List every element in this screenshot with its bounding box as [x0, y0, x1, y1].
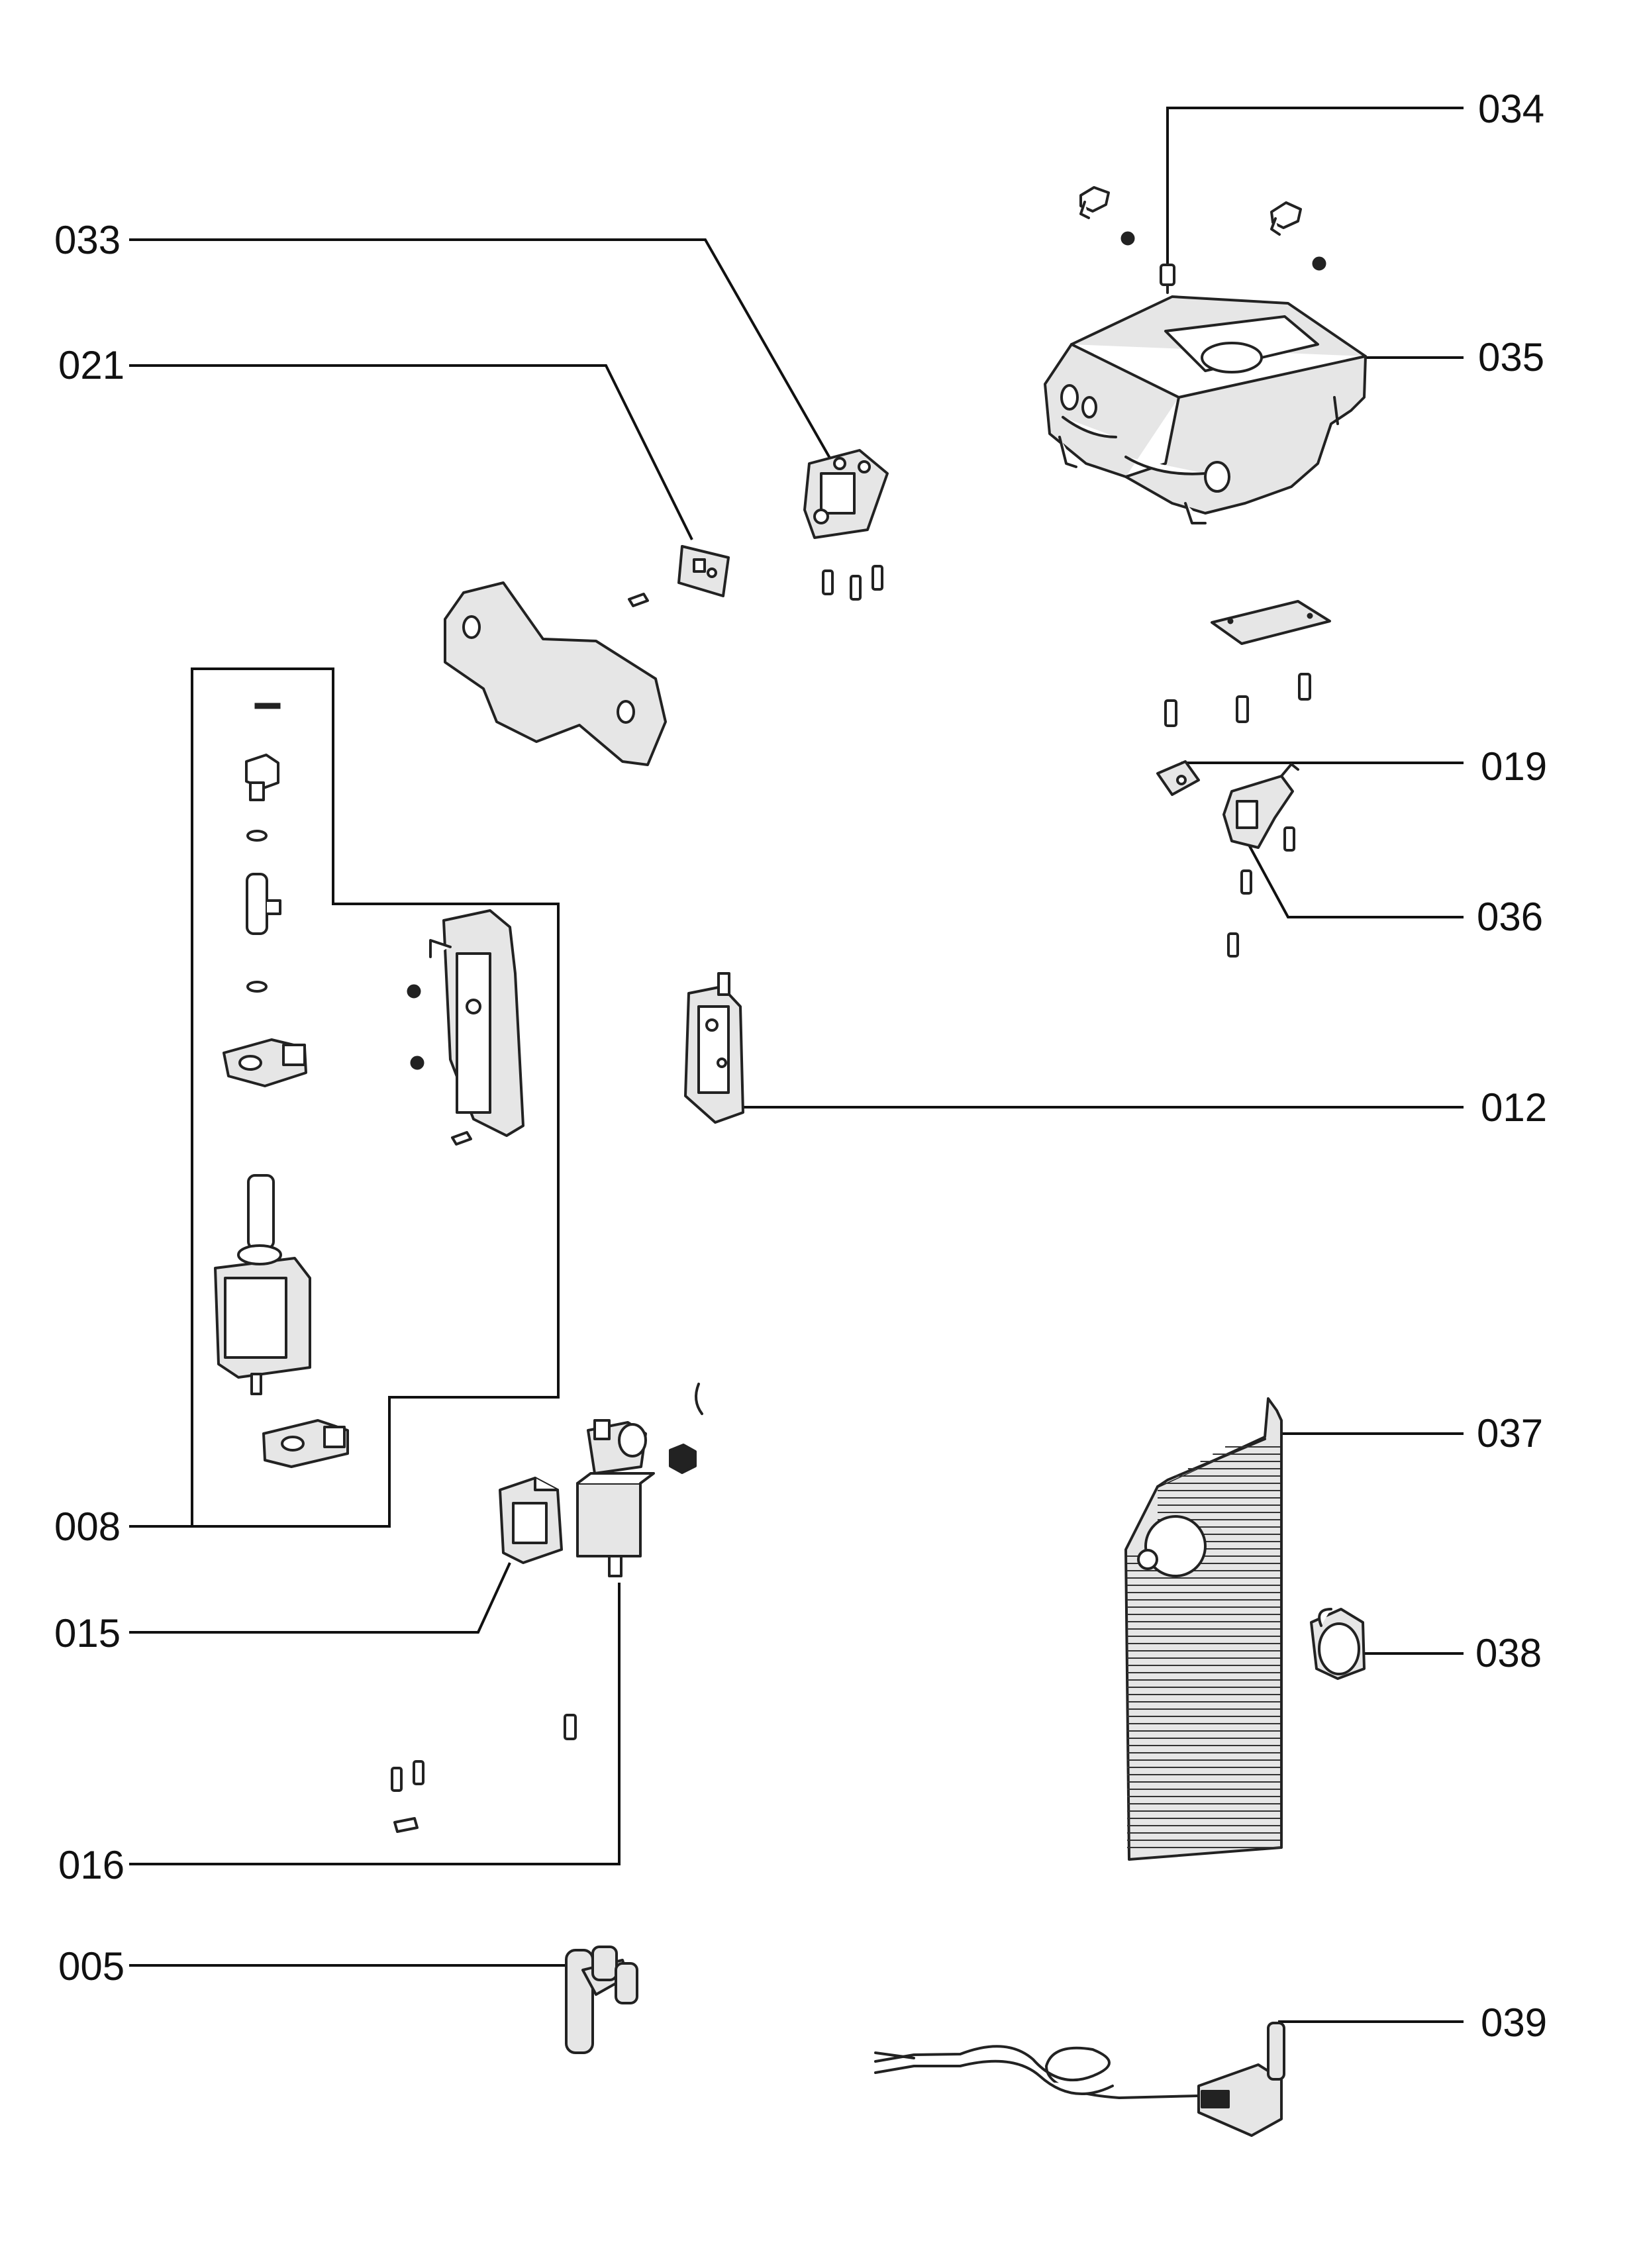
leader-015: [129, 1562, 511, 1634]
part-label-038: 038: [1475, 1631, 1542, 1675]
part-plate-019: [1164, 600, 1331, 727]
part-label-012: 012: [1481, 1085, 1547, 1130]
leader-lines: [129, 107, 1464, 2023]
part-036-microswitch: [1222, 763, 1299, 958]
leader-036: [1244, 837, 1464, 918]
part-screws-016: [391, 1714, 577, 1833]
part-033-switch: [803, 449, 889, 601]
part-label-016: 016: [58, 1843, 124, 1887]
part-015-coil-box: [499, 1477, 563, 1564]
part-021-plate: [628, 545, 730, 607]
part-019-bracket: [1156, 760, 1200, 796]
part-labels: 034 033 035 021 019 036 012 037 038 008 …: [54, 87, 1547, 2045]
part-label-039: 039: [1481, 2000, 1547, 2045]
part-037-grille: [1124, 1397, 1283, 1861]
part-038-knob: [1310, 1608, 1366, 1680]
part-008-pump-group: [214, 703, 349, 1468]
part-035-top-cover: [1044, 295, 1367, 524]
leader-033: [129, 238, 832, 461]
part-label-037: 037: [1477, 1411, 1543, 1455]
part-label-008: 008: [54, 1504, 121, 1549]
part-label-015: 015: [54, 1611, 121, 1655]
part-label-033: 033: [54, 218, 121, 262]
part-034-clips: [1079, 186, 1326, 294]
leader-021: [129, 364, 693, 540]
leader-019: [1174, 762, 1464, 775]
part-label-035: 035: [1478, 335, 1544, 379]
part-039-power-cord: [874, 2022, 1285, 2137]
part-label-034: 034: [1478, 87, 1544, 131]
part-005-t-fitting: [565, 1946, 638, 2054]
part-large-bracket: [407, 909, 524, 1146]
part-012-module: [684, 972, 744, 1124]
part-label-019: 019: [1481, 744, 1547, 789]
part-016-solenoid: [576, 1383, 703, 1577]
part-label-005: 005: [58, 1944, 124, 1989]
leader-016: [129, 1583, 621, 1865]
leader-008: [129, 667, 560, 1528]
part-label-036: 036: [1477, 895, 1543, 939]
part-front-trim: [444, 581, 667, 766]
leader-034: [1166, 107, 1464, 265]
part-label-021: 021: [58, 343, 124, 387]
